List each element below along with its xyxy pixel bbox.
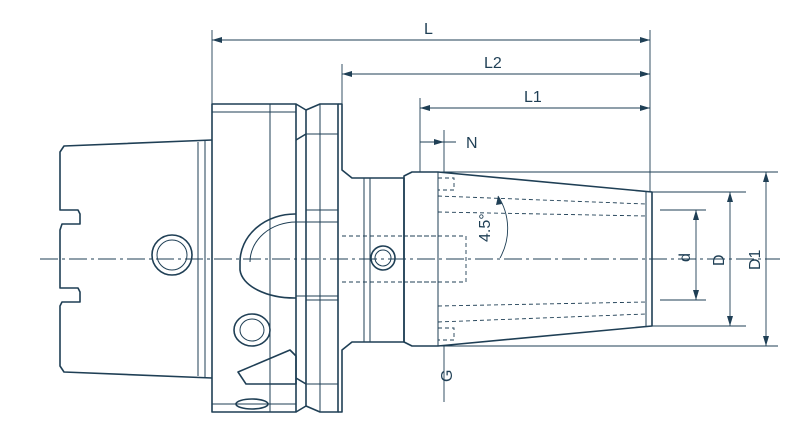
- flange: [211, 103, 307, 413]
- taper-shank: [59, 139, 213, 379]
- groove-ring: [296, 103, 339, 413]
- label-L1: L1: [524, 89, 542, 106]
- label-N: N: [466, 135, 478, 152]
- dim-D1: [763, 172, 769, 346]
- label-D1: D1: [747, 249, 764, 270]
- dim-L2: [342, 71, 650, 77]
- label-L: L: [424, 21, 433, 38]
- shank-hole: [151, 234, 193, 276]
- dim-angle: [496, 195, 509, 259]
- coolant-hole: [233, 313, 271, 347]
- neck-body: [338, 103, 405, 413]
- dim-N: [420, 139, 456, 145]
- dim-D: [727, 192, 733, 326]
- label-d: d: [677, 253, 694, 262]
- label-D: D: [711, 254, 728, 266]
- dim-L: [212, 37, 650, 43]
- label-G: G: [439, 370, 456, 382]
- label-angle: 4.5°: [477, 213, 494, 242]
- dim-L1: [420, 105, 650, 111]
- extension-lines: [211, 30, 778, 402]
- set-screw-hole: [370, 245, 396, 271]
- label-L2: L2: [484, 55, 502, 72]
- dim-d: [693, 210, 699, 300]
